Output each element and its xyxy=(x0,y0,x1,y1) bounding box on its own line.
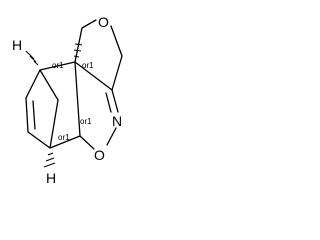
bond-o-ch2 xyxy=(110,25,123,57)
bond-ch2-cn xyxy=(111,55,123,91)
atom-nitrogen: N xyxy=(112,113,122,129)
stereo-label-ring-fusion: or1 xyxy=(80,117,92,126)
atom-oxygen-isoxazole: O xyxy=(94,147,105,163)
atom-hydrogen-bottom: H xyxy=(46,170,56,186)
bond-o-cfusion xyxy=(79,135,95,150)
molecule-diagram: O N O H H or1 or1 or1 or1 xyxy=(0,0,143,197)
bond-bridgehead-top-alkene xyxy=(25,69,41,99)
atom-hydrogen-top: H xyxy=(12,37,22,53)
bond-c-eq-n-second xyxy=(105,92,112,113)
bond-c-eq-n xyxy=(111,89,119,113)
bond-cn-cquat xyxy=(74,61,113,91)
atom-oxygen-ring: O xyxy=(98,14,109,30)
bond-bridge-bottom xyxy=(49,99,59,149)
stereo-label-bridgehead-top: or1 xyxy=(52,61,64,70)
stereo-label-quaternary: or1 xyxy=(82,61,94,70)
bond-bridge-top xyxy=(39,69,59,101)
bond-cfusion-bridgehead-bottom xyxy=(49,135,81,149)
hashed-wedge-bottom-h xyxy=(43,152,56,168)
bond-alkene-second xyxy=(32,100,36,130)
bond-alkene-bridgehead-bottom xyxy=(27,131,51,149)
hashed-wedge-quaternary xyxy=(73,43,83,58)
bond-n-o xyxy=(106,127,117,146)
structure-svg: O N O H H or1 or1 or1 or1 xyxy=(12,14,123,186)
bond-cquat-bridgehead-top xyxy=(39,61,76,71)
stereo-label-bridgehead-bottom: or1 xyxy=(58,133,70,142)
bond-alkene xyxy=(25,97,29,133)
bond-ch2-o xyxy=(81,19,97,29)
hashed-wedge-top-h xyxy=(25,50,39,66)
bond-cfusion-cquat xyxy=(74,61,81,137)
